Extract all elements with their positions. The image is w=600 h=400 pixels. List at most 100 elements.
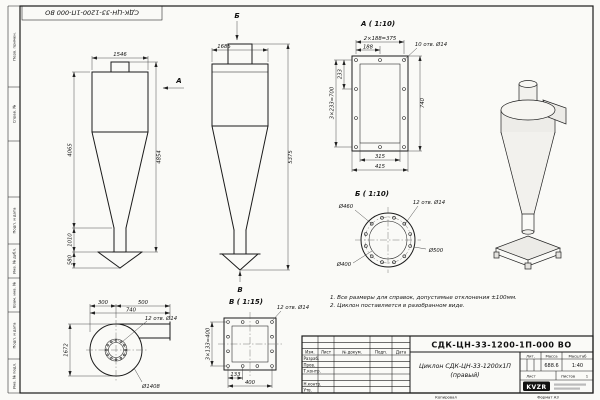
detail-a-inner — [359, 63, 401, 144]
margin-label-inv-podl: Инв. № подл. — [12, 363, 17, 389]
front-body-outline — [91, 71, 149, 133]
dim-volute-left: 1672 — [64, 343, 70, 357]
corner-stamp-code: СДК-ЦН-33-1200-1П-000 ВО — [45, 9, 139, 17]
front-view: 1546 4065 1010 580 4854 А — [68, 52, 184, 269]
company-logo-text: KVZR — [526, 384, 546, 391]
volute-bolt-holes — [105, 339, 127, 361]
volute-top-view: 300 500 740 12 отв. Ø14 1672 Ø1408 — [64, 300, 178, 390]
margin-label-sprav: Справ. № — [12, 105, 17, 124]
side-dust-outlet — [233, 229, 247, 255]
margin-label-inv-dubl: Инв. № дубл. — [12, 248, 17, 274]
dim-volute-1: 300 — [98, 300, 109, 306]
margin-label-podp-data-1: Подп. и дата — [12, 208, 17, 234]
front-hopper — [97, 251, 143, 269]
dim-volute-holes: 12 отв. Ø14 — [145, 315, 177, 322]
dim-b-outer: Ø500 — [428, 247, 444, 254]
tb-header-podp: Подп. — [375, 350, 387, 355]
tb-row-utv: Утв. — [304, 388, 312, 393]
tb-header-list: Лист — [321, 350, 332, 355]
dim-side-total: 5375 — [288, 150, 294, 164]
tb-list-label: Лист — [526, 374, 536, 379]
margin-label-podp-data-2: Подп. и дата — [12, 323, 17, 349]
dim-a-left2: 3×233=700 — [330, 86, 336, 119]
dim-b-inner: Ø400 — [336, 261, 352, 268]
dim-a-top1: 2×188=375 — [364, 36, 397, 42]
detail-view-b: Б ( 1:10) Ø460 12 отв. Ø14 Ø400 Ø500 — [336, 190, 445, 273]
detail-b-title: Б ( 1:10) — [355, 190, 389, 198]
tb-name-line1: Циклон СДК-ЦН-33-1200х1П — [419, 363, 511, 370]
view-arrow-label-v: В — [237, 286, 242, 294]
note-2: 2. Циклон поставляется в разобранном вид… — [330, 303, 465, 309]
detail-view-a: А ( 1:10) 2×188=375 188 10 отв. Ø14 233 … — [330, 20, 447, 172]
detail-a-title: А ( 1:10) — [360, 20, 395, 28]
detail-a-bolt-holes — [354, 58, 406, 149]
tb-lit-label: Лит. — [526, 353, 535, 358]
tb-row-tkontr: Т.контр. — [303, 369, 321, 374]
tb-name-line2: (правый) — [450, 372, 479, 379]
tb-mass-value: 688.6 — [544, 363, 558, 369]
logo-tagline-bar-2 — [554, 387, 580, 390]
dim-a-right: 740 — [420, 97, 426, 108]
side-inlet-duct — [227, 43, 253, 65]
dim-front-h3: 580 — [68, 254, 74, 265]
logo-tagline-bar-1 — [554, 383, 586, 386]
detail-b-inner-circle — [368, 220, 408, 260]
detail-view-v: В ( 1:15) 12 отв. Ø14 3×133=400 133 400 — [206, 298, 309, 388]
dim-a-bot1: 315 — [375, 154, 386, 160]
tb-document-code: СДК-ЦН-33-1200-1П-000 ВО — [431, 341, 571, 350]
detail-v-bolt-holes — [226, 320, 274, 368]
title-block: Изм. Лист № докум. Подп. Дата Разраб. Пр… — [301, 335, 594, 394]
sheet-frame: Перв. примен. Справ. № Подп. и дата Инв.… — [7, 5, 594, 394]
dim-side-width: 1685 — [217, 44, 231, 50]
dim-a-left1: 233 — [338, 68, 344, 79]
detail-b-bolt-holes — [364, 216, 412, 264]
tb-header-izm: Изм. — [305, 350, 314, 355]
dim-a-holes: 10 отв. Ø14 — [415, 41, 447, 48]
dim-volute-diameter: Ø1408 — [141, 383, 160, 390]
note-1: 1. Все размеры для справок, допустимые о… — [330, 295, 517, 301]
tb-row-prov: Пров. — [304, 362, 316, 367]
side-hopper — [219, 253, 261, 271]
side-view: 1685 5375 Б В — [211, 12, 294, 294]
margin-label-perv-primen: Перв. примен. — [12, 32, 17, 61]
tb-listov-label: Листов — [561, 374, 576, 379]
dim-v-bot1: 133 — [230, 372, 241, 378]
dim-front-h2: 1010 — [68, 233, 74, 247]
dim-v-holes: 12 отв. Ø14 — [277, 304, 309, 311]
dim-b-holes: 12 отв. Ø14 — [413, 199, 445, 206]
tb-mass-label: Масса — [545, 353, 557, 358]
dim-front-total: 4854 — [157, 150, 163, 163]
side-cone-outline — [211, 125, 269, 231]
dim-front-width: 1546 — [113, 52, 127, 58]
detail-a-outer — [351, 55, 409, 152]
tb-row-razrab: Разраб. — [304, 356, 320, 361]
dim-front-h1: 4065 — [68, 143, 74, 157]
front-dust-outlet — [113, 227, 127, 253]
tb-scale-value: 1:40 — [572, 363, 583, 369]
dim-a-bot2: 415 — [375, 164, 386, 170]
corner-stamp-box — [21, 5, 163, 21]
volute-inlet-duct — [115, 321, 171, 341]
tb-header-data: Дата — [396, 350, 407, 355]
company-logo — [523, 381, 550, 391]
dim-volute-2: 500 — [138, 300, 149, 306]
tb-row-nkontr: Н.контр. — [304, 381, 322, 386]
tb-header-doc: № докум. — [342, 350, 362, 355]
dim-a-top2: 188 — [363, 45, 374, 51]
tb-listov-value: 1 — [586, 374, 589, 379]
dim-v-bot2: 400 — [245, 380, 256, 386]
format-label: Формат А3 — [537, 395, 559, 400]
margin-label-vzam-inv: Взам. инв. № — [12, 282, 17, 308]
notes: 1. Все размеры для справок, допустимые о… — [330, 295, 517, 309]
view-arrow-label-a: А — [175, 77, 181, 85]
detail-v-title: В ( 1:15) — [229, 298, 263, 306]
front-outlet-stub — [110, 61, 130, 73]
dim-volute-3: 740 — [126, 308, 137, 314]
isometric-view — [493, 80, 567, 270]
tb-scale-label: Масштаб — [568, 353, 587, 358]
view-arrow-label-b: Б — [234, 12, 239, 20]
copied-label: Копировал — [435, 395, 457, 400]
front-cone-outline — [91, 131, 149, 229]
